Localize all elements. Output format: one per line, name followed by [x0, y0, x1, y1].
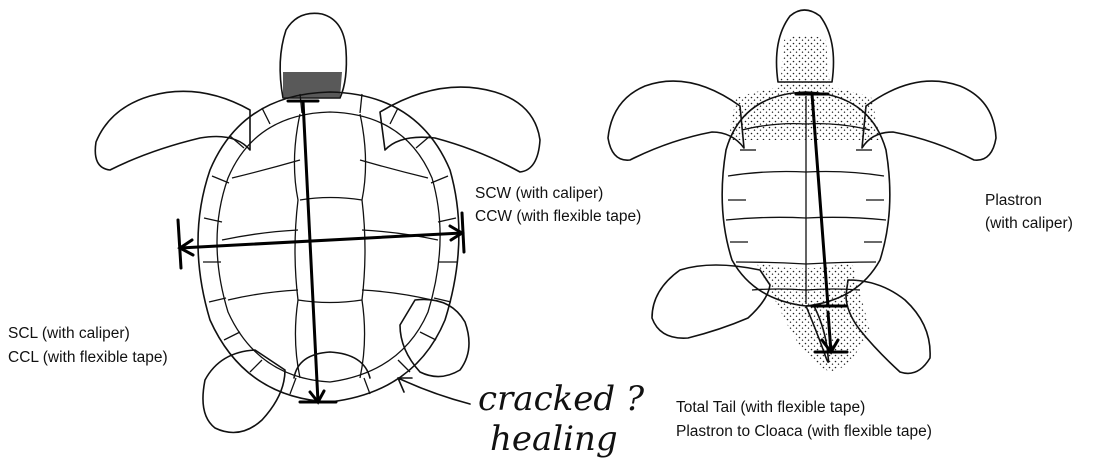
rear-left-flipper: [203, 350, 285, 433]
plastron-front-left-flipper: [608, 81, 744, 160]
plastron-title-label: Plastron: [985, 192, 1042, 209]
tail-cloaca-label: Total Tail (with flexible tape) Plastron…: [676, 399, 932, 440]
front-right-flipper: [380, 87, 540, 172]
neck-dark-band: [283, 72, 342, 98]
annotation-arrow: [398, 378, 470, 404]
plastron-rear-left-flipper: [652, 265, 770, 338]
front-left-flipper: [95, 91, 250, 170]
annotation-cracked: cracked ?: [478, 379, 645, 419]
scw-ccw-label: SCW (with caliper) CCW (with flexible ta…: [475, 185, 641, 225]
rear-skin-stipple: [756, 262, 870, 372]
plastron-view-turtle: [608, 10, 996, 373]
neck-stipple: [780, 35, 830, 88]
total-tail-label: Total Tail (with flexible tape): [676, 399, 865, 416]
cracked-area-outline: [294, 352, 370, 378]
scw-label: SCW (with caliper): [475, 185, 603, 202]
plastron-to-cloaca-label: Plastron to Cloaca (with flexible tape): [676, 423, 932, 440]
carapace-inner-ring: [217, 112, 440, 382]
plastron-front-right-flipper: [862, 81, 996, 160]
ccw-label: CCW (with flexible tape): [475, 208, 641, 225]
carapace-scute-lines: [222, 114, 438, 378]
carapace-shell: [198, 92, 459, 402]
rear-right-flipper: [400, 299, 469, 376]
carapace-view-turtle: [95, 13, 540, 432]
plastron-label: Plastron (with caliper): [985, 192, 1073, 232]
ccl-label: CCL (with flexible tape): [8, 349, 168, 366]
annotation-healing: healing: [490, 419, 618, 459]
plastron-method-label: (with caliper): [985, 215, 1073, 232]
handwritten-annotation: cracked ? healing: [478, 379, 645, 459]
scl-label: SCL (with caliper): [8, 325, 130, 342]
scl-ccl-label: SCL (with caliper) CCL (with flexible ta…: [8, 325, 168, 366]
